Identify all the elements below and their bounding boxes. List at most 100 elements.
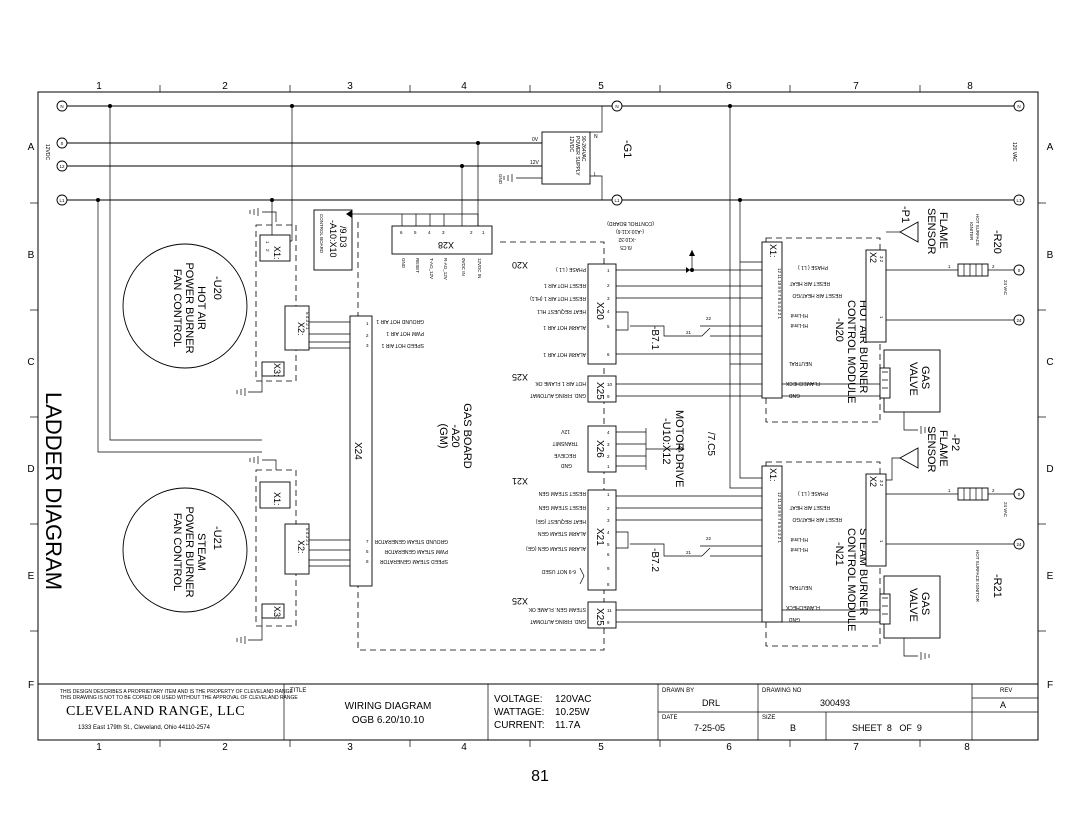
x20-pin: 2 bbox=[607, 283, 610, 288]
ignitor-label2: IGNITER bbox=[969, 222, 974, 241]
module-signal: PHASE ( L1 ) bbox=[798, 264, 828, 270]
diagram-title: LADDER DIAGRAM bbox=[41, 392, 66, 590]
gas-valve-line: VALVE bbox=[907, 588, 919, 622]
ps-text-2: POWER SUPPLY bbox=[574, 136, 580, 176]
x25-signal: STEAM GEN. FLAME OK bbox=[528, 606, 586, 612]
col-number: 2 bbox=[222, 81, 228, 92]
x21-pin: 4 bbox=[607, 530, 610, 535]
col-number: 6 bbox=[726, 81, 732, 92]
terminal-label: 0 bbox=[1018, 268, 1021, 273]
module-signal: HI-Limit bbox=[790, 312, 808, 318]
module-signal: RESET AIR HEAT/GO bbox=[792, 292, 842, 298]
x25-id: X25 bbox=[594, 382, 605, 400]
date-value: 7-25-05 bbox=[694, 723, 726, 733]
module-x1: X1: bbox=[768, 468, 778, 482]
column-numbers: 1 2 3 4 5 6 7 8 1 2 3 4 5 6 7 8 bbox=[96, 81, 973, 753]
x20-pin: 6 bbox=[607, 352, 610, 357]
row-letter: C bbox=[27, 357, 34, 368]
module-signal: NEUTRAL bbox=[788, 584, 812, 590]
gas-board-line: GAS BOARD bbox=[461, 403, 473, 468]
x24-pin: 7 bbox=[366, 539, 369, 544]
x25-pin: 9 bbox=[607, 620, 610, 625]
module-signal: PHASE ( L1 ) bbox=[798, 490, 828, 496]
x21-signal: RESET STEAM GEN bbox=[538, 490, 586, 496]
col-number: 1 bbox=[96, 81, 102, 92]
x25-id-outside: X25 bbox=[512, 372, 528, 382]
gas-board-a20: X28 6 5 4 3 2 1 GND RESET T-AO_12V R-AO_… bbox=[349, 143, 605, 651]
rail-12-label: 12 bbox=[59, 164, 65, 169]
module-signal: FLAMECHECK bbox=[785, 604, 820, 610]
u20-id: -U20 bbox=[211, 276, 223, 300]
row-letter: D bbox=[1046, 464, 1053, 475]
x28-pin: 1 bbox=[482, 230, 485, 235]
rail-n-label: N bbox=[60, 104, 63, 109]
x20-pin: 1 bbox=[607, 268, 610, 273]
module-signal: RESET AIR HEAT bbox=[790, 280, 830, 286]
gas-valve-line: GAS bbox=[919, 366, 931, 389]
x21-pin: 6 bbox=[607, 552, 610, 557]
ignitor-pin: 2 bbox=[992, 264, 995, 269]
x28-signal: 0VDC IN bbox=[461, 258, 466, 276]
ps-12v: 12V bbox=[530, 160, 540, 166]
module-signal: NEUTRAL bbox=[788, 360, 812, 366]
module-x2-pins: 3 2 bbox=[879, 480, 884, 487]
drawn-by-label: DRAWN BY bbox=[662, 688, 695, 694]
x21-id: X21 bbox=[594, 528, 605, 546]
cb-note-line: /9.C5 bbox=[620, 244, 632, 250]
motor-drive-ref: /7.C5 bbox=[705, 432, 716, 456]
x25-id: X25 bbox=[594, 608, 605, 626]
x20-signal: ALARM HOT AIR 1 bbox=[543, 351, 586, 357]
u20-line: POWER BURNER bbox=[183, 262, 195, 353]
motor-drive-line: MOTOR DRIVE bbox=[673, 410, 685, 487]
flame-sensor-id: -P2 bbox=[949, 434, 961, 451]
row-letter: B bbox=[28, 250, 35, 261]
terminal-label: 24 bbox=[1016, 542, 1022, 547]
x26-pin: 3 bbox=[607, 442, 610, 447]
wattage-label: WATTAGE: bbox=[494, 707, 545, 718]
voltage-label: VOLTAGE: bbox=[494, 694, 543, 705]
ignitor-label: HOT SURFACE bbox=[975, 214, 980, 246]
size-value: B bbox=[790, 723, 797, 733]
row-letter: E bbox=[28, 571, 35, 582]
module-signal: RESET AIR HEAT bbox=[790, 504, 830, 510]
col-number: 5 bbox=[598, 742, 604, 753]
gas-valve-line: GAS bbox=[919, 592, 931, 615]
x21-pin: 5 bbox=[607, 542, 610, 547]
x25-pin: 11 bbox=[607, 608, 612, 613]
ignitor-pin: 2 bbox=[992, 488, 995, 493]
terminal-label: 0 bbox=[1018, 492, 1021, 497]
drawing-no-label: DRAWING NO bbox=[762, 688, 802, 694]
module-signal: HI-Limit bbox=[790, 536, 808, 542]
disclaimer-line: THIS DESIGN DESCRIBES A PROPRIETARY ITEM… bbox=[60, 689, 293, 695]
rev-label: REV bbox=[1000, 688, 1013, 694]
module-line: CONTROL MODULE bbox=[845, 300, 857, 404]
company-address: 1333 East 179th St., Cleveland, Ohio 441… bbox=[78, 725, 210, 731]
col-number: 4 bbox=[461, 81, 467, 92]
x28-signal: RESET bbox=[415, 258, 420, 273]
module-line: -N21 bbox=[833, 542, 845, 566]
connector-x26: X26 4 3 2 1 12V TRANSMIT RECIEVE GND MOT… bbox=[552, 410, 716, 487]
module-signal: FLAMECHECK bbox=[785, 380, 820, 386]
drawing-subtitle: OGB 6.20/10.10 bbox=[351, 715, 425, 726]
x24-signal: SPEED HOT AIR 1 bbox=[381, 342, 424, 348]
x20-signal: RESET HOT AIR 1 (HL1) bbox=[530, 295, 586, 301]
col-number: 6 bbox=[726, 742, 732, 753]
x26-signal: TRANSMIT bbox=[552, 440, 578, 446]
x28-pin: 5 bbox=[414, 230, 417, 235]
x21-signal: RESET STEAM GEN bbox=[538, 504, 586, 510]
connector-x20: X20 X20 1 2 3 4 5 6 PHASE ( L1 ) RESET H… bbox=[512, 260, 762, 365]
x21-pin: 3 bbox=[607, 518, 610, 523]
connector-x21: X21 X21 1 2 3 4 5 6 9 8 RESET STEAM GEN … bbox=[512, 476, 762, 591]
u21-x1: X1: bbox=[272, 492, 282, 506]
col-number: 8 bbox=[964, 742, 970, 753]
x21-signal: ALARM STEAM GEN bbox=[538, 530, 586, 536]
gas-board-line: -A20 bbox=[449, 424, 461, 447]
blower-u20: -U20 HOT AIR POWER BURNER FAN CONTROL X1… bbox=[109, 106, 359, 441]
x26-signal: GND bbox=[561, 462, 573, 468]
connector-x25-lower: X25 X25 11 9 STEAM GEN. FLAME OK GND. FI… bbox=[512, 596, 762, 629]
x21-pin: 2 bbox=[607, 506, 610, 511]
steam-control-module: X1: 12 11 10 9 8 7 6 5 4 3 2 1 PHASE ( L… bbox=[649, 426, 1025, 660]
u21-line: POWER BURNER bbox=[183, 506, 195, 597]
ps-0v: 0V bbox=[532, 137, 539, 143]
ps-text-1: 90-264VAC bbox=[580, 136, 586, 162]
